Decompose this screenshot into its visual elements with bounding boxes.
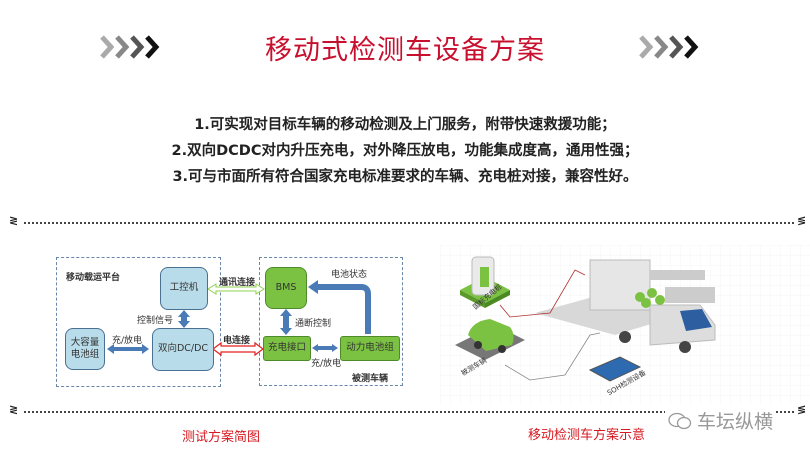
watermark: 车坛纵横 xyxy=(665,407,777,434)
charge-right-arrow xyxy=(312,344,338,352)
vehicle-label: 被测车辆 xyxy=(352,374,389,384)
label-electric: 电连接 xyxy=(223,336,251,346)
block-big-battery: 大容量电池组 xyxy=(65,328,105,370)
bullet-2: 2.双向DCDC对内升压充电，对外降压放电，功能集成度高，通用性强； xyxy=(171,143,639,159)
illustration-caption: 移动检测车方案示意 xyxy=(528,428,646,443)
vehicle-box xyxy=(259,257,403,386)
wechat-icon xyxy=(668,412,692,429)
chevrons-left-icon xyxy=(100,35,160,59)
onoff-arrow xyxy=(280,309,292,335)
block-bms: BMS xyxy=(265,267,307,309)
battery-status-arrow xyxy=(318,284,371,334)
divider-marker-icon: ≶ xyxy=(797,214,807,227)
label-control-signal: 控制信号 xyxy=(137,316,174,326)
control-arrow xyxy=(178,310,190,328)
charge-left-arrow xyxy=(107,344,149,354)
illustration-graphic xyxy=(440,245,810,405)
battery-status-arrowhead xyxy=(308,280,318,294)
label-battery-status: 电池状态 xyxy=(331,270,368,280)
comm-arrow xyxy=(207,283,265,295)
bullet-3: 3.可与市面所有符合国家充电标准要求的车辆、充电桩对接，兼容性好。 xyxy=(172,169,638,185)
watermark-text: 车坛纵横 xyxy=(697,411,774,433)
truck-icon xyxy=(535,259,716,353)
block-charge-port: 充电接口 xyxy=(263,336,311,361)
divider-top xyxy=(24,222,794,224)
diagram-caption: 测试方案简图 xyxy=(182,430,261,445)
label-comm: 通讯连接 xyxy=(219,278,256,288)
divider-marker-icon: ≷ xyxy=(9,403,19,416)
block-dcdc: 双向DC/DC xyxy=(152,328,214,371)
chevrons-right-icon xyxy=(639,35,699,59)
label-onoff: 通断控制 xyxy=(295,319,332,329)
car-icon xyxy=(455,319,525,360)
platform-box xyxy=(56,257,221,387)
block-ipc: 工控机 xyxy=(160,267,208,310)
label-charge-left: 充/放电 xyxy=(112,336,143,346)
divider-marker-icon: ≶ xyxy=(797,403,807,416)
divider-marker-icon: ≷ xyxy=(9,214,19,227)
label-charge-right: 充/放电 xyxy=(311,359,342,369)
charger-icon xyxy=(460,256,510,308)
platform-label: 移动载运平台 xyxy=(66,273,121,283)
divider-bottom xyxy=(24,411,794,413)
page-title: 移动式检测车设备方案 xyxy=(265,35,545,66)
bullet-1: 1.可实现对目标车辆的移动检测及上门服务，附带快速救援功能； xyxy=(194,117,616,133)
block-power-battery: 动力电池组 xyxy=(340,336,400,361)
device-icon xyxy=(588,356,642,382)
